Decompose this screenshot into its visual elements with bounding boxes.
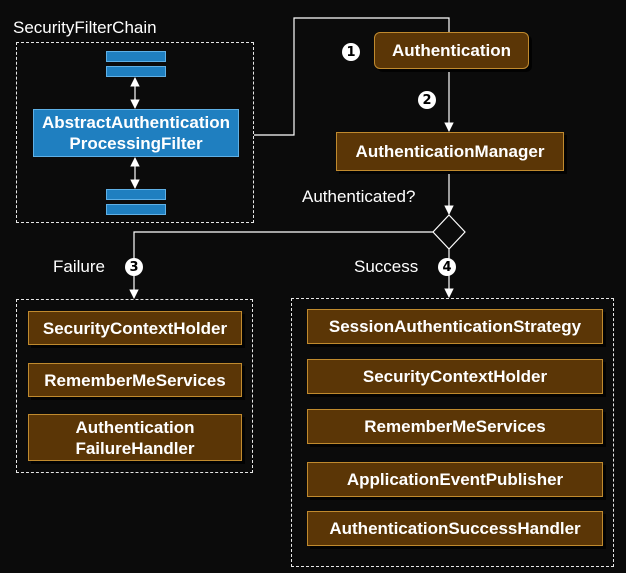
- step-3-badge: 3: [125, 258, 143, 276]
- authentication-node: Authentication: [374, 32, 529, 69]
- session-authentication-strategy: SessionAuthenticationStrategy: [307, 309, 603, 344]
- chain-filter-bar: [106, 204, 166, 215]
- success-security-context-holder: SecurityContextHolder: [307, 359, 603, 394]
- failure-security-context-holder: SecurityContextHolder: [28, 311, 242, 345]
- chain-filter-bar: [106, 51, 166, 62]
- step-2-badge: 2: [418, 91, 436, 109]
- failure-branch-arrow: [129, 231, 433, 299]
- authentication-manager-node: AuthenticationManager: [336, 132, 564, 171]
- application-event-publisher: ApplicationEventPublisher: [307, 462, 603, 497]
- failure-label: Failure: [53, 257, 105, 276]
- step-1-badge: 1: [342, 43, 360, 61]
- success-label: Success: [354, 257, 419, 276]
- step-4-badge: 4: [438, 258, 456, 276]
- chain-filter-bar: [106, 189, 166, 200]
- authentication-failure-handler: Authentication FailureHandler: [28, 414, 242, 461]
- decision-label: Authenticated?: [302, 187, 416, 206]
- decision-diamond: [432, 214, 466, 250]
- filter-to-authentication-line: [254, 17, 450, 136]
- abstract-authentication-processing-filter: AbstractAuthentication ProcessingFilter: [33, 109, 239, 157]
- filter-chain-title: SecurityFilterChain: [13, 18, 157, 37]
- chain-filter-bar: [106, 66, 166, 77]
- filter-chain-container: [16, 42, 254, 223]
- authentication-success-handler: AuthenticationSuccessHandler: [307, 511, 603, 546]
- success-remember-me-services: RememberMeServices: [307, 409, 603, 444]
- failure-handlers-container: [16, 299, 253, 473]
- failure-remember-me-services: RememberMeServices: [28, 363, 242, 397]
- success-handlers-container: [291, 298, 614, 567]
